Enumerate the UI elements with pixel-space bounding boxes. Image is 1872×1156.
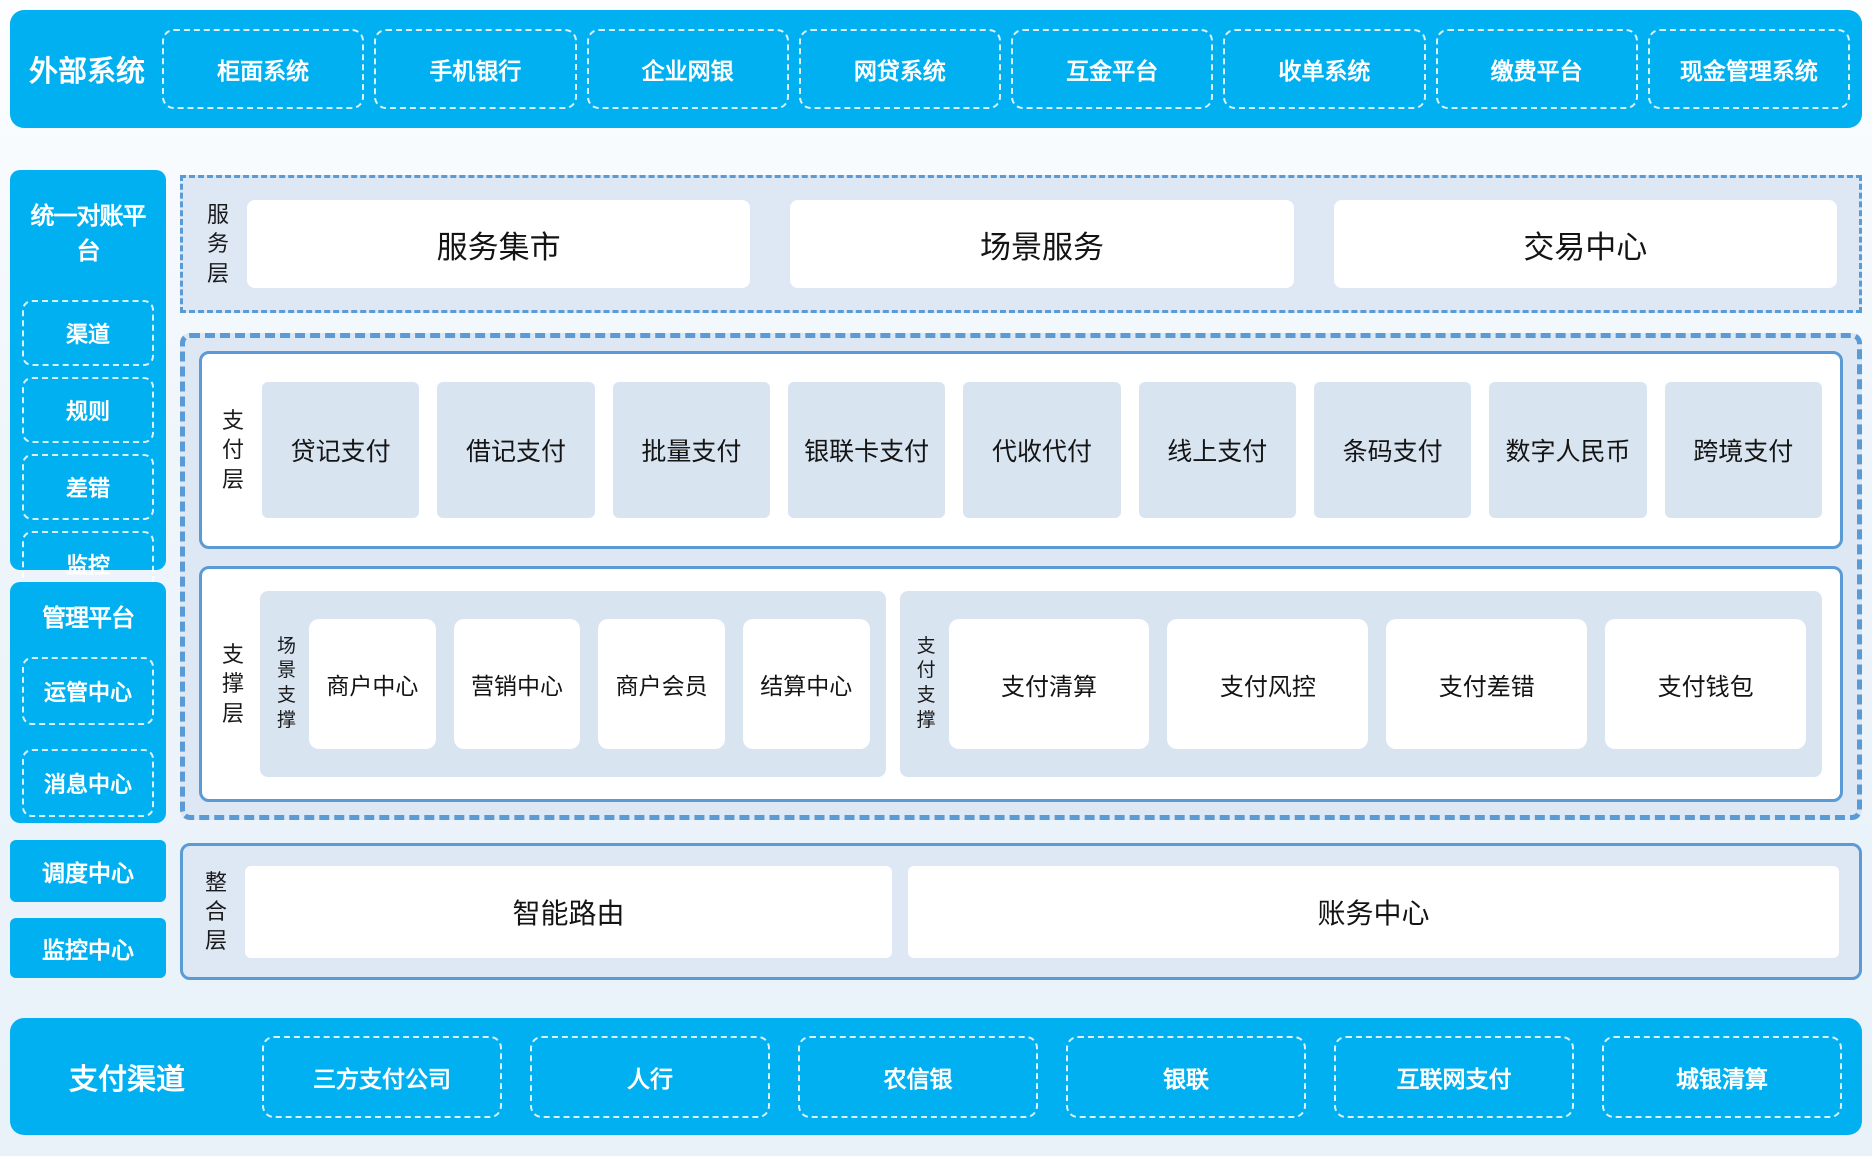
scene-support-node: 营销中心 xyxy=(453,619,581,749)
middle-row: 统一对账平台 渠道 规则 差错 监控 管理平台 运管中心 消息中心 调度中心 监… xyxy=(10,128,1862,980)
external-system-node: 柜面系统 xyxy=(162,29,365,109)
payment-channels-label: 支付渠道 xyxy=(68,1063,185,1096)
service-layer: 服务层 服务集市 场景服务 交易中心 xyxy=(180,175,1862,313)
management-node: 运管中心 xyxy=(22,657,154,725)
payment-node: 贷记支付 xyxy=(262,382,420,518)
payment-node: 代收代付 xyxy=(963,382,1121,518)
dispatch-center-block: 调度中心 xyxy=(10,840,166,902)
payment-node: 跨境支付 xyxy=(1664,382,1822,518)
external-system-node: 缴费平台 xyxy=(1435,29,1638,109)
service-node: 场景服务 xyxy=(790,200,1294,288)
external-system-node: 网贷系统 xyxy=(798,29,1001,109)
scene-support-cards: 商户中心 营销中心 商户会员 结算中心 xyxy=(309,619,870,749)
payment-channels-band: 支付渠道 三方支付公司 人行 农信银 银联 互联网支付 城银清算 xyxy=(10,1018,1862,1135)
payment-support-node: 支付钱包 xyxy=(1605,619,1807,749)
service-node: 交易中心 xyxy=(1333,200,1837,288)
management-items: 运管中心 消息中心 xyxy=(22,657,154,817)
reconciliation-platform-block: 统一对账平台 渠道 规则 差错 监控 xyxy=(10,170,166,597)
external-system-node: 收单系统 xyxy=(1223,29,1426,109)
payment-node: 线上支付 xyxy=(1138,382,1296,518)
payment-layer-label: 支付层 xyxy=(221,408,244,492)
scene-support-node: 商户会员 xyxy=(598,619,725,749)
service-node: 服务集市 xyxy=(247,200,751,288)
payment-channel-node: 城银清算 xyxy=(1602,1035,1842,1118)
external-system-node: 手机银行 xyxy=(374,29,577,109)
payment-channel-node: 人行 xyxy=(530,1035,770,1118)
payment-support-panel: 支付支撑 支付清算 支付风控 支付差错 支付钱包 xyxy=(899,591,1822,777)
integration-layer-label: 整合层 xyxy=(204,869,227,954)
external-system-node: 互金平台 xyxy=(1011,29,1214,109)
reconciliation-node: 规则 xyxy=(22,377,154,443)
payment-channel-node: 互联网支付 xyxy=(1334,1035,1574,1118)
support-layer-label: 支撑层 xyxy=(221,642,244,726)
monitor-center-block: 监控中心 xyxy=(10,918,166,978)
scene-support-node: 商户中心 xyxy=(309,619,436,749)
integration-node: 账务中心 xyxy=(907,865,1839,958)
payment-node: 银联卡支付 xyxy=(787,382,946,518)
external-systems-label: 外部系统 xyxy=(28,56,145,88)
external-system-node: 企业网银 xyxy=(586,29,789,109)
payment-support-node: 支付清算 xyxy=(948,619,1150,749)
scene-support-panel: 场景支撑 商户中心 营销中心 商户会员 结算中心 xyxy=(260,591,886,777)
architecture-diagram: 外部系统 柜面系统 手机银行 企业网银 网贷系统 互金平台 收单系统 缴费平台 … xyxy=(10,10,1862,1136)
payment-channels-items: 三方支付公司 人行 农信银 银联 互联网支付 城银清算 xyxy=(262,1035,1842,1118)
payment-layer-cards: 贷记支付 借记支付 批量支付 银联卡支付 代收代付 线上支付 条码支付 数字人民… xyxy=(262,382,1822,518)
payment-node: 借记支付 xyxy=(437,382,595,518)
support-layer: 支撑层 场景支撑 商户中心 营销中心 商户会员 结算中心 xyxy=(199,566,1843,802)
reconciliation-node: 差错 xyxy=(22,454,154,520)
integration-layer: 整合层 智能路由 账务中心 xyxy=(180,843,1862,980)
management-platform-title: 管理平台 xyxy=(42,605,135,632)
integration-layer-cards: 智能路由 账务中心 xyxy=(245,865,1839,958)
core-layers-wrapper: 支付层 贷记支付 借记支付 批量支付 银联卡支付 代收代付 线上支付 条码支付 … xyxy=(180,333,1862,820)
payment-channel-node: 银联 xyxy=(1066,1035,1306,1118)
payment-node: 批量支付 xyxy=(612,382,770,518)
payment-support-node: 支付风控 xyxy=(1167,619,1369,749)
scene-support-node: 结算中心 xyxy=(742,619,870,749)
payment-node: 数字人民币 xyxy=(1489,382,1647,518)
payment-support-node: 支付差错 xyxy=(1386,619,1588,749)
reconciliation-node: 渠道 xyxy=(22,300,154,366)
service-layer-label: 服务层 xyxy=(206,202,229,286)
payment-channel-node: 三方支付公司 xyxy=(262,1035,502,1118)
payment-support-cards: 支付清算 支付风控 支付差错 支付钱包 xyxy=(948,619,1807,749)
scene-support-label: 场景支撑 xyxy=(276,635,296,731)
payment-node: 条码支付 xyxy=(1313,382,1472,518)
payment-channel-node: 农信银 xyxy=(798,1035,1038,1118)
reconciliation-items: 渠道 规则 差错 监控 xyxy=(22,300,154,597)
external-system-node: 现金管理系统 xyxy=(1647,29,1850,109)
payment-layer: 支付层 贷记支付 借记支付 批量支付 银联卡支付 代收代付 线上支付 条码支付 … xyxy=(199,351,1843,549)
external-systems-band: 外部系统 柜面系统 手机银行 企业网银 网贷系统 互金平台 收单系统 缴费平台 … xyxy=(10,10,1862,128)
service-layer-cards: 服务集市 场景服务 交易中心 xyxy=(247,200,1837,288)
reconciliation-platform-title: 统一对账平台 xyxy=(30,203,147,265)
management-platform-block: 管理平台 运管中心 消息中心 xyxy=(10,582,166,823)
payment-support-label: 支付支撑 xyxy=(916,635,936,731)
external-systems-items: 柜面系统 手机银行 企业网银 网贷系统 互金平台 收单系统 缴费平台 现金管理系… xyxy=(162,29,1850,109)
management-node: 消息中心 xyxy=(22,749,154,817)
support-layer-panels: 场景支撑 商户中心 营销中心 商户会员 结算中心 支付支撑 支付清算 xyxy=(260,591,1822,777)
main-column: 服务层 服务集市 场景服务 交易中心 支付层 贷记支付 借记支付 批量支付 银联… xyxy=(180,128,1862,980)
left-column: 统一对账平台 渠道 规则 差错 监控 管理平台 运管中心 消息中心 调度中心 监… xyxy=(10,128,166,980)
integration-node: 智能路由 xyxy=(245,865,892,958)
